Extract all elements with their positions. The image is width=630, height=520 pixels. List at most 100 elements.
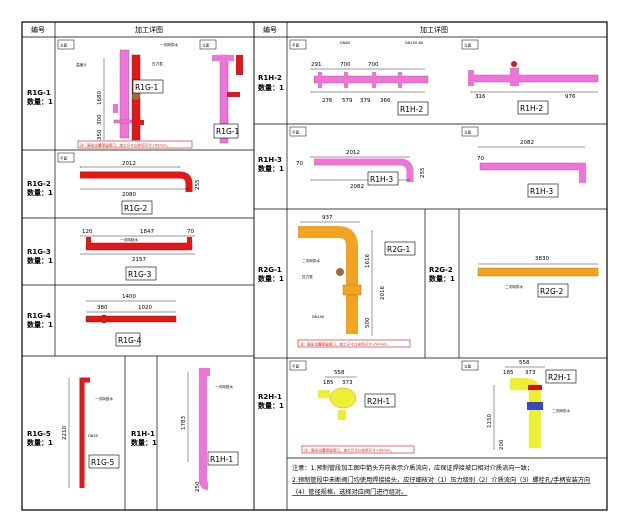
dim-200: 200: [499, 439, 505, 450]
text-dn80: DN80: [340, 41, 351, 45]
dim-2157: 2157: [132, 257, 146, 263]
dim-379: 379: [360, 98, 371, 104]
qty-r1g-1: 数量：1: [27, 97, 53, 106]
dim-373-a: 373: [342, 380, 353, 386]
table-grid: [21, 21, 608, 511]
tag-r1g-3: R1G-3: [128, 270, 152, 279]
tag-r1g-2: R1G-2: [124, 204, 148, 213]
label-r1g-2: R1G-2: [27, 180, 51, 188]
drawing-r1h-1: 1783 250 一次网回水 R1H-1: [181, 368, 239, 492]
drawing-r1g-5: 2210 一次网回水 DN50 R1G-5: [62, 377, 120, 488]
dim-291: 291: [311, 62, 322, 68]
tag-r2g-2: R2G-2: [540, 287, 564, 296]
label-r1g-3: R1G-3: [27, 248, 51, 256]
label-r1h-3: R1H-3: [258, 156, 282, 164]
dim-2016: 2016: [380, 286, 386, 300]
dim-2012: 2012: [122, 161, 136, 167]
tag-r1g-5: R1G-5: [91, 458, 115, 467]
footnote: 注意：1.预制管段加工图中箭头方向表示介质流向，应保证焊接坡口相对介质流向一致；…: [292, 464, 590, 496]
dim-976: 976: [565, 94, 576, 100]
dim-366: 366: [380, 98, 391, 104]
dim-2082-b: 2082: [520, 140, 534, 146]
text-pressure-gauge-2: 压力表: [302, 274, 313, 279]
text-temp-gauge: 温度计: [76, 62, 87, 67]
drawing-r1g-3: 120 1847 70 2157 一次网回水 R1G-3: [80, 229, 195, 281]
dim-2082: 2082: [350, 184, 364, 190]
dim-579: 579: [342, 98, 353, 104]
pipe-yellow-r2h-1-elev: [510, 378, 541, 448]
dim-937: 937: [322, 215, 333, 221]
label-r1g-5: R1G-5: [27, 430, 51, 438]
tag-r1h-2-a: R1H-2: [400, 105, 423, 114]
view-label-plan: 平面: [60, 156, 68, 161]
warn-r2g-1: 注：圈出位置预留接口，加工尺寸以实际尺寸+50mm。: [300, 341, 390, 346]
label-r1g-4: R1G-4: [27, 312, 51, 320]
drawing-r1g-4: 1400 380 1020 R1G-4: [85, 294, 177, 347]
dim-70: 70: [187, 229, 194, 235]
dim-70-b: 70: [296, 161, 303, 167]
view-label-elevation-4: 立面: [464, 130, 472, 135]
item-labels: R1G-1 数量：1 R1G-2 数量：1 R1G-3 数量：1 R1G-4 数…: [27, 74, 455, 447]
qty-r2g-1: 数量：1: [258, 274, 284, 283]
dim-700-a: 700: [340, 62, 351, 68]
tag-r2h-1-b: R2H-1: [548, 373, 571, 382]
dim-373-b: 373: [525, 370, 536, 376]
qty-r1g-3: 数量：1: [27, 256, 53, 265]
dim-350: 350: [97, 129, 103, 140]
tag-r1h-2-b: R1H-2: [520, 104, 543, 113]
dim-2210: 2210: [62, 426, 68, 440]
dim-1150: 1150: [487, 414, 493, 428]
view-label-elevation-5: 立面: [464, 364, 472, 369]
text-dn100: DN100: [312, 315, 325, 319]
qty-r1g-5: 数量：1: [27, 438, 53, 447]
qty-r1h-3: 数量：1: [258, 164, 284, 173]
warn-r2h-1: 注：圈出位置预留接口，加工尺寸以实际尺寸+50mm。: [304, 447, 394, 452]
text-primary-return-2: 一次网回水: [95, 396, 113, 401]
footnote-line-1: 注意：1.预制管段加工图中箭头方向表示介质流向，应保证焊接坡口相对介质流向一致；: [292, 464, 533, 472]
text-primary-water: 一次网供水: [160, 42, 178, 47]
header-col-detail: 加工详图: [135, 25, 163, 34]
tag-r1h-3-b: R1H-3: [530, 187, 553, 196]
text-primary-return-3: 一次网回水: [215, 384, 233, 389]
view-label-elevation-2: 立面: [202, 43, 210, 48]
qty-r1h-1: 数量：1: [131, 438, 157, 447]
view-label-plan-2: 平面: [292, 43, 300, 48]
qty-r1g-2: 数量：1: [27, 188, 53, 197]
dim-1400: 1400: [122, 294, 136, 300]
text-dn50: DN50: [88, 434, 99, 438]
warn-r1g-1: 注：圈出位置预留接口，加工尺寸以实际尺寸+50mm。: [80, 142, 170, 147]
label-r2g-1: R2G-1: [258, 266, 282, 274]
drawing-r1h-3: 平面 立面 2012 2082 70 255 R1H-3 2082 70 R1H…: [289, 126, 586, 198]
pipe-pink-r1h-1: [199, 368, 210, 490]
dim-185-a: 185: [323, 380, 334, 386]
text-primary-return-1: 一次网回水: [120, 237, 138, 242]
dim-255: 255: [195, 179, 201, 190]
dim-276: 276: [322, 98, 333, 104]
drawing-r2g-2: 3830 二次网供水 R2G-2: [477, 256, 599, 298]
dim-1616: 1616: [365, 254, 371, 268]
text-pressure-gauge: 压力表: [152, 61, 163, 66]
pipe-orange-r2g-2: [477, 267, 599, 277]
view-label-plan-3: 平面: [292, 130, 300, 135]
dim-1680: 1680: [97, 91, 103, 105]
dim-1847: 1847: [140, 229, 154, 235]
text-secondary-water-2: 二次网供水: [505, 284, 523, 289]
footnote-line-2: 2.预制管段中未断阀门均使用焊接接头，应仔细核对（1）压力级别（2）介质流向（3…: [292, 476, 590, 484]
tag-r2h-1-a: R2H-1: [367, 397, 390, 406]
label-r2h-1: R2H-1: [258, 393, 282, 401]
header-col-detail-2: 加工详图: [420, 25, 448, 34]
footnote-line-3: （4）管径规格，选择对应阀门进行组对。: [292, 488, 407, 496]
pipe-pink-r1h-3: [314, 158, 414, 182]
dim-558-b: 558: [519, 360, 530, 366]
dim-700-b: 700: [368, 62, 379, 68]
drawing-r2g-1: 937 1616 2016 500 二次网供水 压力表 DN100 R2G-1 …: [297, 215, 416, 348]
dim-3830: 3830: [535, 256, 549, 262]
dim-380: 380: [97, 305, 108, 311]
pipe-red-r1g-4: [85, 315, 177, 323]
pipe-red-r1g-5: [79, 377, 90, 488]
tag-r1g-1-b: R1G-1: [216, 127, 240, 136]
text-secondary-water: 二次网供水: [302, 258, 320, 263]
label-r2g-2: R2G-2: [429, 266, 453, 274]
dim-120: 120: [82, 229, 93, 235]
